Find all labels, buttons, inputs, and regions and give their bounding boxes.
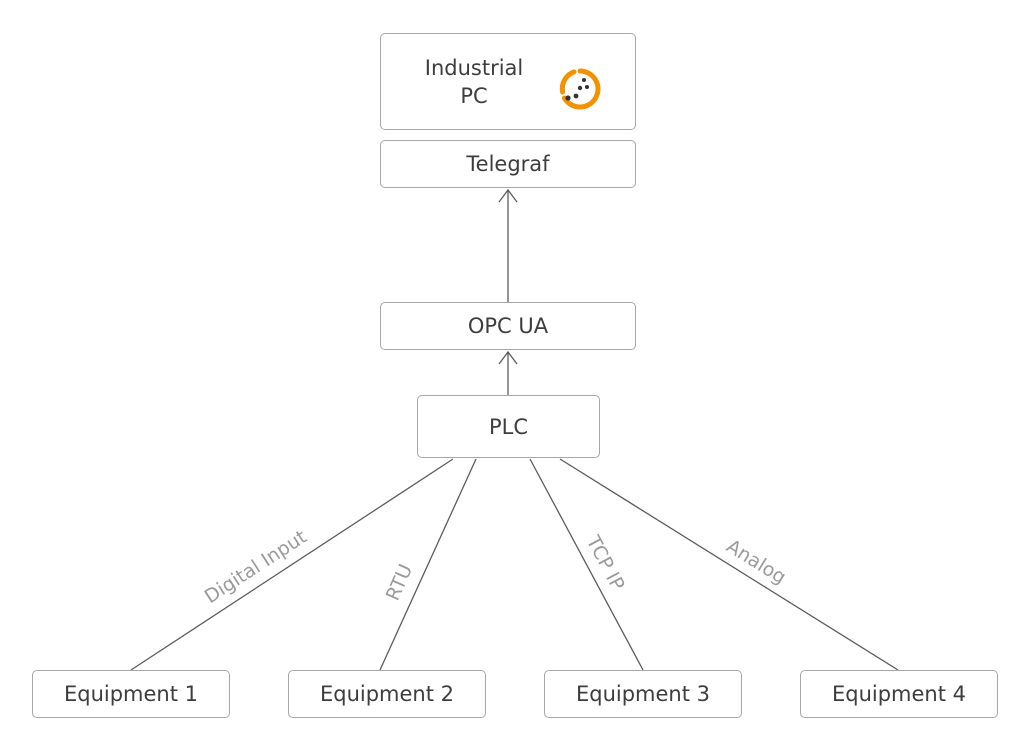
equipment-2-label: Equipment 2 [319, 682, 455, 706]
arrowhead-telegraf-icon [498, 188, 518, 203]
telegraf-label: Telegraf [466, 152, 550, 176]
edge-plc-equipment-3 [529, 458, 644, 671]
opc-ua-node: OPC UA [380, 302, 636, 350]
industrial-pc-label-line2: PC [460, 83, 488, 108]
arrowhead-opcua-icon [498, 350, 518, 365]
equipment-1-node: Equipment 1 [32, 670, 230, 718]
equipment-4-node: Equipment 4 [800, 670, 998, 718]
edge-plc-equipment-2 [379, 458, 477, 671]
edge-label-digital-input: Digital Input [201, 526, 311, 608]
opc-ua-label: OPC UA [467, 314, 549, 338]
equipment-4-label: Equipment 4 [831, 682, 967, 706]
industrial-pc-label-line1: Industrial [424, 55, 524, 80]
edge-label-rtu: RTU [382, 561, 417, 604]
edge-plc-equipment-4 [559, 458, 899, 671]
industrial-pc-label: Industrial PC [381, 54, 567, 110]
plc-node: PLC [417, 395, 600, 458]
equipment-3-node: Equipment 3 [544, 670, 742, 718]
edge-label-analog: Analog [723, 535, 790, 588]
edge-label-tcp-ip: TCP IP [581, 531, 628, 594]
orange-ring-dots-logo-icon [559, 68, 601, 110]
edge-plc-equipment-1 [130, 458, 454, 671]
plc-label: PLC [488, 414, 529, 439]
telegraf-node: Telegraf [380, 140, 636, 188]
equipment-2-node: Equipment 2 [288, 670, 486, 718]
equipment-3-label: Equipment 3 [575, 682, 711, 706]
industrial-pc-node: Industrial PC [380, 33, 636, 130]
equipment-1-label: Equipment 1 [63, 682, 199, 706]
